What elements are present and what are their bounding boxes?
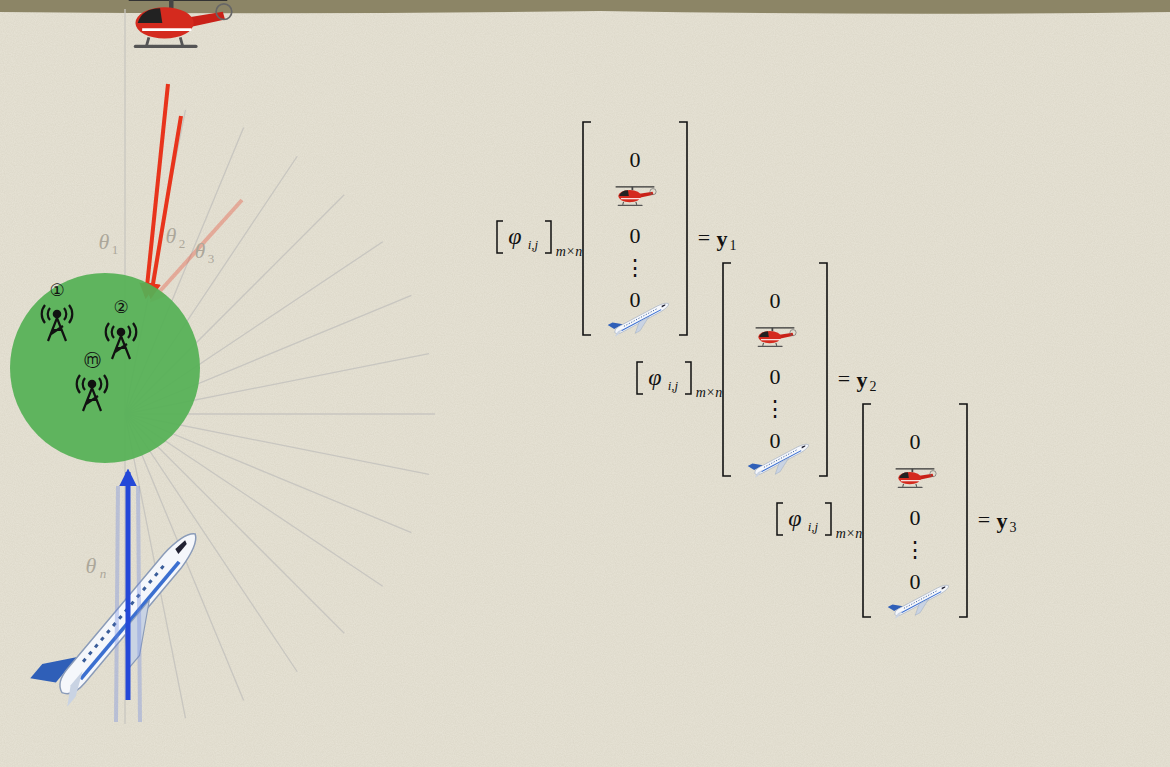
angle-subscript: n <box>100 567 107 580</box>
vector-index: 1 <box>730 239 737 253</box>
matrix-symbol: φ <box>648 365 661 389</box>
equals-sign: = <box>978 509 990 531</box>
angle-subscript: 2 <box>179 237 186 250</box>
angle-label: θ <box>86 555 97 577</box>
vector-entry: 0 <box>630 149 641 171</box>
vector-entry: 0 <box>770 290 781 312</box>
measurement-vector: y <box>997 510 1008 532</box>
measurement-vector: y <box>857 369 868 391</box>
matrix-size: m×n <box>556 245 583 259</box>
vector-entry: ⋮ <box>764 398 786 420</box>
angle-label: θ <box>166 225 177 247</box>
matrix-symbol: φ <box>788 506 801 530</box>
matrix-size: m×n <box>696 386 723 400</box>
vector-entry: ⋮ <box>904 539 926 561</box>
vector-entry: 0 <box>770 430 781 452</box>
vector-index: 3 <box>1010 521 1017 535</box>
matrix-index: i,j <box>668 379 678 392</box>
angle-label: θ <box>195 240 206 262</box>
vector-entry: 0 <box>630 225 641 247</box>
angle-subscript: 3 <box>208 252 215 265</box>
antenna-symbol <box>77 375 108 411</box>
antenna-array-region: ① ② ⓜ <box>9 272 201 464</box>
measurement-vector: y <box>717 228 728 250</box>
vector-entry: 0 <box>910 507 921 529</box>
vector-entry: 0 <box>770 366 781 388</box>
angle-label: θ <box>99 231 110 253</box>
equals-sign: = <box>838 368 850 390</box>
vector-entry: 0 <box>910 431 921 453</box>
region-circle <box>9 272 201 464</box>
matrix-size: m×n <box>836 527 863 541</box>
matrix-index: i,j <box>528 238 538 251</box>
vector-entry: 0 <box>910 571 921 593</box>
matrix-equations <box>497 122 967 625</box>
vector-entry: 0 <box>630 289 641 311</box>
antenna-symbol <box>106 323 137 359</box>
matrix-symbol: φ <box>508 224 521 248</box>
matrix-index: i,j <box>808 520 818 533</box>
vector-entry: ⋮ <box>624 257 646 279</box>
antenna-symbol <box>42 305 73 341</box>
vector-index: 2 <box>870 380 877 394</box>
equals-sign: = <box>698 227 710 249</box>
antenna-number: ⓜ <box>84 352 101 369</box>
antenna-number: ① <box>49 282 64 299</box>
angle-subscript: 1 <box>112 243 119 256</box>
helicopter <box>129 0 232 46</box>
antenna-number: ② <box>113 299 128 316</box>
